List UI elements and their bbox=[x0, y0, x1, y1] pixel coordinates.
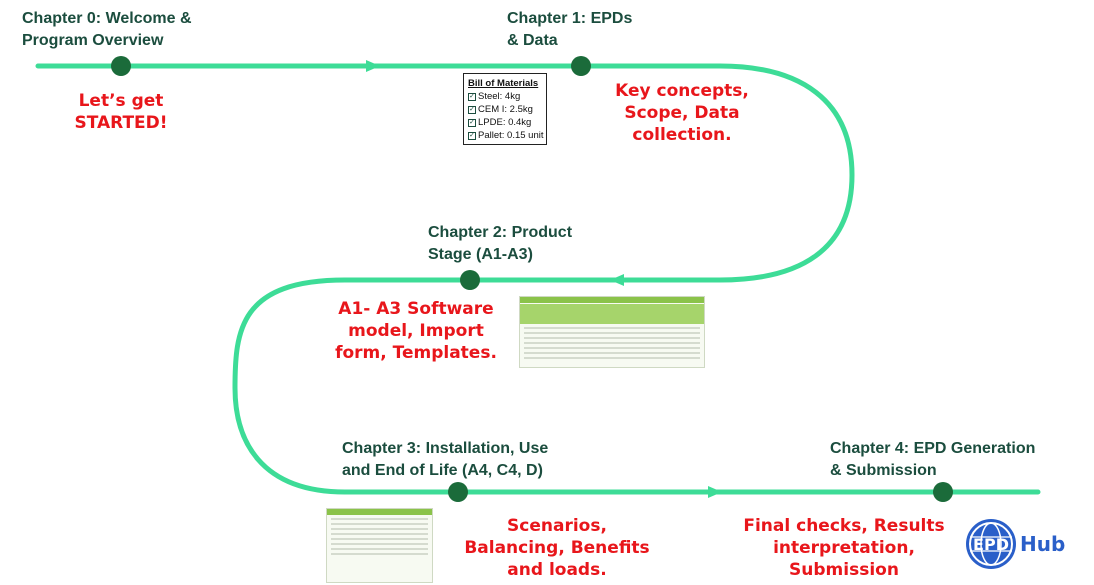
chapter-3-summary: Scenarios, Balancing, Benefits and loads… bbox=[464, 516, 650, 580]
bom-item: ✓LPDE: 0.4kg bbox=[468, 117, 532, 128]
import-form-thumbnail bbox=[519, 296, 705, 368]
chapter-2-title: Chapter 2: Product Stage (A1-A3) bbox=[428, 224, 573, 263]
direction-arrow-1 bbox=[366, 60, 380, 72]
chapter-2-summary: A1- A3 Software model, Import form, Temp… bbox=[335, 299, 497, 363]
globe-icon: EPD bbox=[966, 519, 1016, 569]
logo-name: Hub bbox=[1020, 532, 1066, 556]
chapter-0-summary: Let’s get STARTED! bbox=[74, 91, 168, 133]
milestone-chapter-1[interactable] bbox=[571, 56, 591, 76]
bom-item: ✓Steel: 4kg bbox=[468, 91, 521, 102]
bom-item: ✓CEM I: 2.5kg bbox=[468, 104, 533, 115]
chapter-1-title: Chapter 1: EPDs & Data bbox=[507, 10, 633, 49]
milestone-chapter-0[interactable] bbox=[111, 56, 131, 76]
bill-of-materials-card: Bill of Materials ✓Steel: 4kg ✓CEM I: 2.… bbox=[463, 73, 547, 145]
epd-hub-logo: EPD Hub bbox=[966, 519, 1065, 569]
chapter-4-summary: Final checks, Results interpretation, Su… bbox=[743, 516, 945, 580]
logo-badge-text: EPD bbox=[973, 534, 1009, 554]
bill-of-materials-title: Bill of Materials bbox=[468, 78, 539, 89]
chapter-3-title: Chapter 3: Installation, Use and End of … bbox=[342, 440, 549, 479]
chapter-4-title: Chapter 4: EPD Generation & Submission bbox=[830, 440, 1036, 479]
milestone-chapter-3[interactable] bbox=[448, 482, 468, 502]
check-icon: ✓ bbox=[468, 105, 476, 114]
check-icon: ✓ bbox=[468, 92, 476, 101]
check-icon: ✓ bbox=[468, 118, 476, 127]
direction-arrow-2 bbox=[610, 274, 624, 286]
check-icon: ✓ bbox=[468, 131, 476, 140]
milestone-chapter-4[interactable] bbox=[933, 482, 953, 502]
milestone-chapter-2[interactable] bbox=[460, 270, 480, 290]
chapter-1-summary: Key concepts, Scope, Data collection. bbox=[615, 81, 749, 145]
chapter-0-title: Chapter 0: Welcome & Program Overview bbox=[22, 10, 192, 49]
roadmap-path bbox=[35, 63, 1041, 495]
scenario-table-thumbnail bbox=[326, 508, 433, 583]
bom-item: ✓Pallet: 0.15 unit bbox=[468, 130, 544, 141]
direction-arrow-3 bbox=[708, 486, 722, 498]
